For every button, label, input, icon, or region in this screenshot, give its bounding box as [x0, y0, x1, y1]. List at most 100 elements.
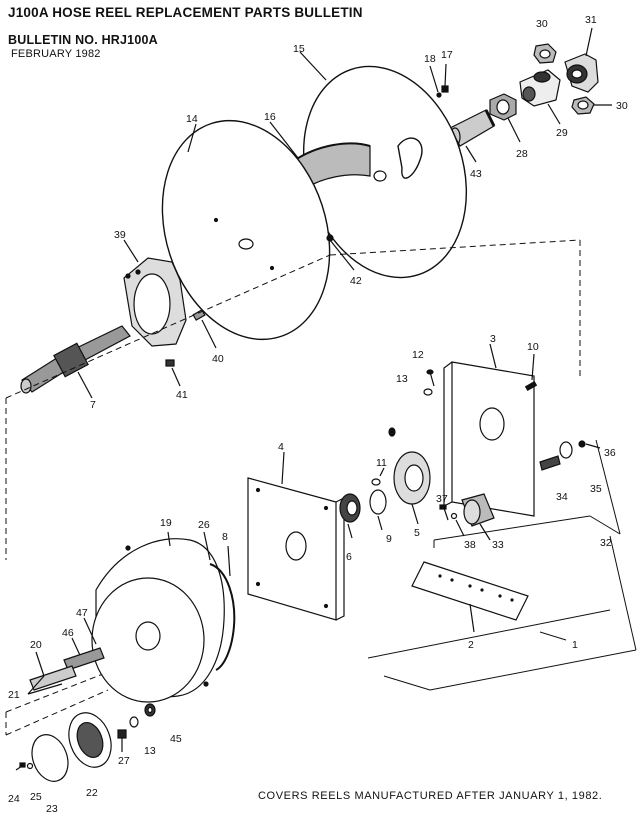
callout-24: 24 [8, 793, 20, 805]
callout-4: 4 [278, 441, 284, 453]
elbow-fitting-part-29 [519, 69, 561, 125]
assembly-outline-32 [433, 439, 621, 548]
retaining-ring-part-9 [369, 489, 387, 531]
assembly-outline-lower [5, 671, 109, 736]
bolt-part-42 [326, 234, 355, 271]
cap-part-36 [578, 440, 601, 449]
bolt-part-27 [117, 729, 127, 752]
callout-5: 5 [414, 527, 420, 539]
assembly-outline-1 [367, 535, 637, 691]
base-bar-part-2 [411, 561, 529, 633]
callout-37: 37 [436, 493, 448, 505]
callout-26: 26 [198, 519, 210, 531]
key-part-47 [83, 617, 97, 645]
bearing-part-33 [461, 493, 495, 541]
callout-28: 28 [516, 148, 528, 160]
leaders-part-21 [27, 675, 63, 695]
cover-plate-part-23 [31, 734, 69, 782]
callout-3: 3 [490, 333, 496, 345]
callout-11: 11 [376, 457, 387, 469]
callout-35: 35 [590, 483, 602, 495]
callout-labels: 30 31 17 18 15 29 30 28 43 14 16 39 42 4… [8, 14, 628, 815]
hex-plug-part-30-right [571, 96, 612, 115]
washer-part-18 [429, 65, 442, 98]
clip-part-20 [29, 651, 77, 691]
bolt-part-11-upper [379, 427, 396, 477]
callout-20: 20 [30, 639, 42, 651]
washer-part-13-lower [129, 716, 139, 728]
callout-30-top: 30 [536, 18, 548, 30]
callout-21: 21 [8, 689, 20, 701]
screw-part-12 [426, 369, 435, 387]
callout-15: 15 [293, 43, 305, 55]
collar-part-6 [339, 493, 361, 539]
screw-part-24 [15, 762, 26, 771]
washer-part-38 [450, 512, 465, 537]
callout-14: 14 [186, 113, 198, 125]
callout-45: 45 [170, 733, 182, 745]
assembly-outline-upper [5, 239, 581, 560]
callout-18: 18 [424, 53, 436, 65]
callout-9: 9 [386, 533, 392, 545]
callout-42: 42 [350, 275, 362, 287]
screw-part-41 [165, 359, 181, 387]
bulletin-number: BULLETIN NO. HRJ100A [8, 33, 158, 47]
callout-7: 7 [90, 399, 96, 411]
callout-32: 32 [600, 537, 612, 549]
pin-part-40 [192, 309, 217, 349]
callout-43: 43 [470, 168, 482, 180]
callout-40: 40 [212, 353, 224, 365]
callout-30-right: 30 [616, 100, 628, 112]
hub-part-39 [123, 239, 187, 347]
screw-part-8 [227, 545, 231, 577]
callout-23: 23 [46, 803, 58, 815]
callout-33: 33 [492, 539, 504, 551]
bulletin-date: FEBRUARY 1982 [11, 48, 101, 60]
small-screw-part-17 [441, 63, 449, 93]
nut-part-45 [144, 703, 156, 717]
bulletin-title: J100A HOSE REEL REPLACEMENT PARTS BULLET… [8, 5, 363, 20]
screw-part-10 [524, 353, 538, 392]
callout-31: 31 [585, 14, 597, 26]
mounting-plate-part-3 [443, 343, 535, 517]
callout-47: 47 [76, 607, 88, 619]
hex-plug-part-30-top [533, 43, 557, 64]
callout-22: 22 [86, 787, 98, 799]
callout-27: 27 [118, 755, 130, 767]
shaft-part-7 [20, 325, 131, 399]
spring-housing-part-19 [91, 531, 225, 703]
washer-part-35 [559, 441, 573, 459]
callout-29: 29 [556, 127, 568, 139]
screw-part-37 [439, 504, 449, 521]
washer-part-13-upper [423, 388, 433, 396]
callout-17: 17 [441, 49, 453, 61]
pin-part-46 [63, 637, 105, 671]
callout-25: 25 [30, 791, 42, 803]
nut-part-11 [371, 478, 381, 486]
cover-plate-part-22 [68, 712, 112, 768]
flange-bearing-part-5 [393, 451, 431, 525]
callout-39: 39 [114, 229, 126, 241]
callout-1: 1 [572, 639, 578, 651]
pipe-nipple-part-43 [449, 109, 496, 163]
callout-19: 19 [160, 517, 172, 529]
callout-13-lower: 13 [144, 745, 156, 757]
gasket-part-26 [203, 531, 236, 671]
callout-12: 12 [412, 349, 424, 361]
callout-16: 16 [264, 111, 276, 123]
callout-41: 41 [176, 389, 188, 401]
callout-38: 38 [464, 539, 476, 551]
washer-part-25 [26, 762, 34, 770]
spring-part-34 [539, 455, 561, 471]
swivel-fitting-part-31 [564, 27, 599, 93]
mounting-plate-part-4 [247, 451, 345, 621]
side-disk-part-14 [161, 119, 331, 341]
callout-36: 36 [604, 447, 616, 459]
hex-nut-part-28 [489, 93, 521, 143]
callout-10: 10 [527, 341, 539, 353]
callout-13-upper: 13 [396, 373, 408, 385]
hose-guide-part-16 [269, 121, 371, 189]
callout-2: 2 [468, 639, 474, 651]
callout-34: 34 [556, 491, 568, 503]
